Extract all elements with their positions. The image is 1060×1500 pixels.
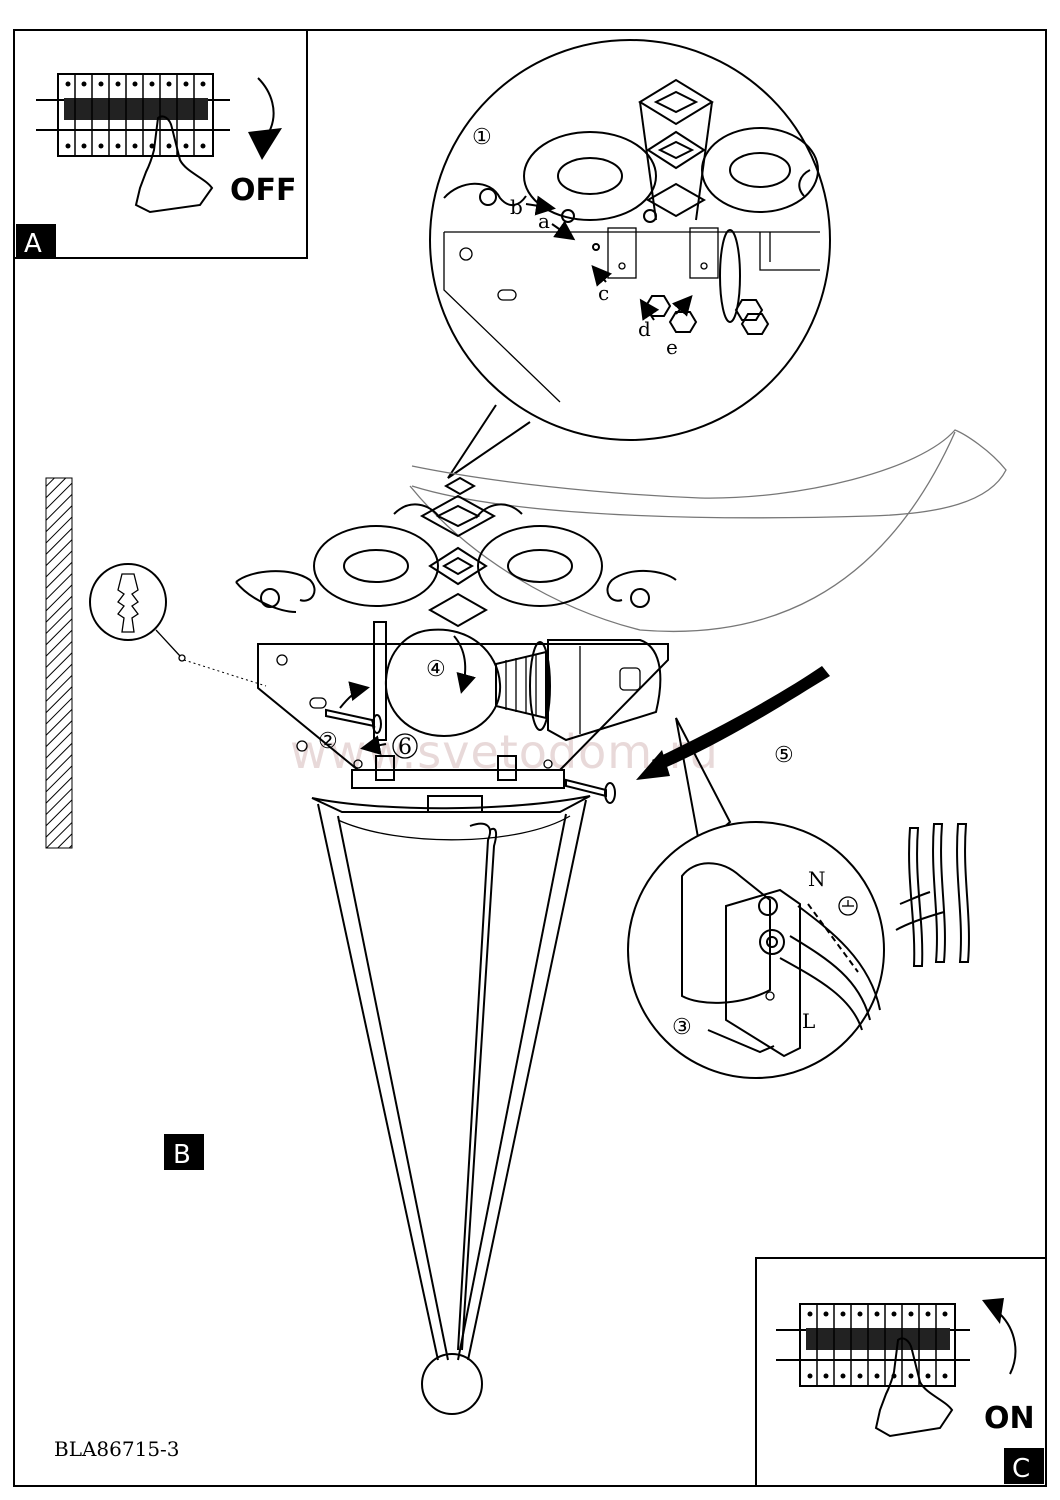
terminal-left <box>375 755 395 781</box>
rotate-off-arrow-icon <box>257 77 275 131</box>
cable-ends <box>895 823 970 967</box>
panel-a-tag <box>16 224 56 258</box>
step-5-label: ⑤ <box>774 743 794 768</box>
callout-a: a <box>538 209 550 233</box>
step-3-label: ③ <box>672 1015 692 1040</box>
panel-c-tag-label: C <box>1012 1454 1030 1484</box>
step-6-label: 6 <box>398 735 412 760</box>
panel-a-tag-label: A <box>24 229 42 259</box>
off-label: OFF <box>230 173 297 208</box>
lamp-body <box>311 795 591 1415</box>
wiring-circle-outline <box>627 821 885 1079</box>
detail-pointer <box>447 404 531 479</box>
live-wire-label: L <box>802 1009 815 1033</box>
panel-b-tag <box>164 1134 204 1170</box>
bracket-detail <box>443 209 820 403</box>
dowel-icon <box>117 573 139 633</box>
callout-c: c <box>598 281 609 305</box>
panel-c-tag <box>1004 1448 1044 1484</box>
rotate-on-arrow-icon <box>999 1313 1017 1375</box>
screw-step-2 <box>325 681 387 755</box>
panel-b-tag-label: B <box>173 1140 191 1170</box>
neutral-wire-label: N <box>808 867 826 891</box>
panel-c-frame <box>755 1257 1047 1487</box>
wall-hatching <box>45 477 73 849</box>
glass-shade-outline <box>411 429 1007 519</box>
callout-d: d <box>638 317 651 341</box>
callout-b: b <box>510 195 523 219</box>
light-bulb-icon <box>384 628 662 742</box>
breaker-panel-icon-on <box>776 1303 970 1387</box>
step-1-label: ① <box>472 125 492 150</box>
finial <box>421 1353 483 1415</box>
hand-icon-on <box>874 1337 954 1438</box>
panel-c: ON C <box>755 1257 1047 1487</box>
panel-a-frame <box>13 29 308 259</box>
panel-a: OFF A <box>13 29 308 259</box>
dowel-detail <box>89 563 267 687</box>
step-5-arrow <box>565 666 830 804</box>
detail-circle-mounting: ① b a c d e <box>429 39 831 479</box>
callout-e: e <box>666 335 678 359</box>
step-2-label: ② <box>318 729 338 754</box>
breaker-panel-icon-off <box>36 73 230 157</box>
main-ornament <box>235 476 677 628</box>
terminal-right <box>497 755 517 781</box>
on-label: ON <box>984 1401 1035 1436</box>
hand-icon <box>134 115 214 214</box>
ornament-detail <box>443 78 819 221</box>
detail-circle-wiring: N L ③ <box>627 717 885 1079</box>
step-4-label: ④ <box>426 657 446 682</box>
document-code: BLA86715-3 <box>54 1437 180 1461</box>
rotate-on-arrowhead <box>982 1298 1004 1324</box>
rotate-off-arrowhead <box>248 128 282 160</box>
page-frame <box>13 29 1047 1487</box>
detail-circle-outline <box>429 39 831 441</box>
